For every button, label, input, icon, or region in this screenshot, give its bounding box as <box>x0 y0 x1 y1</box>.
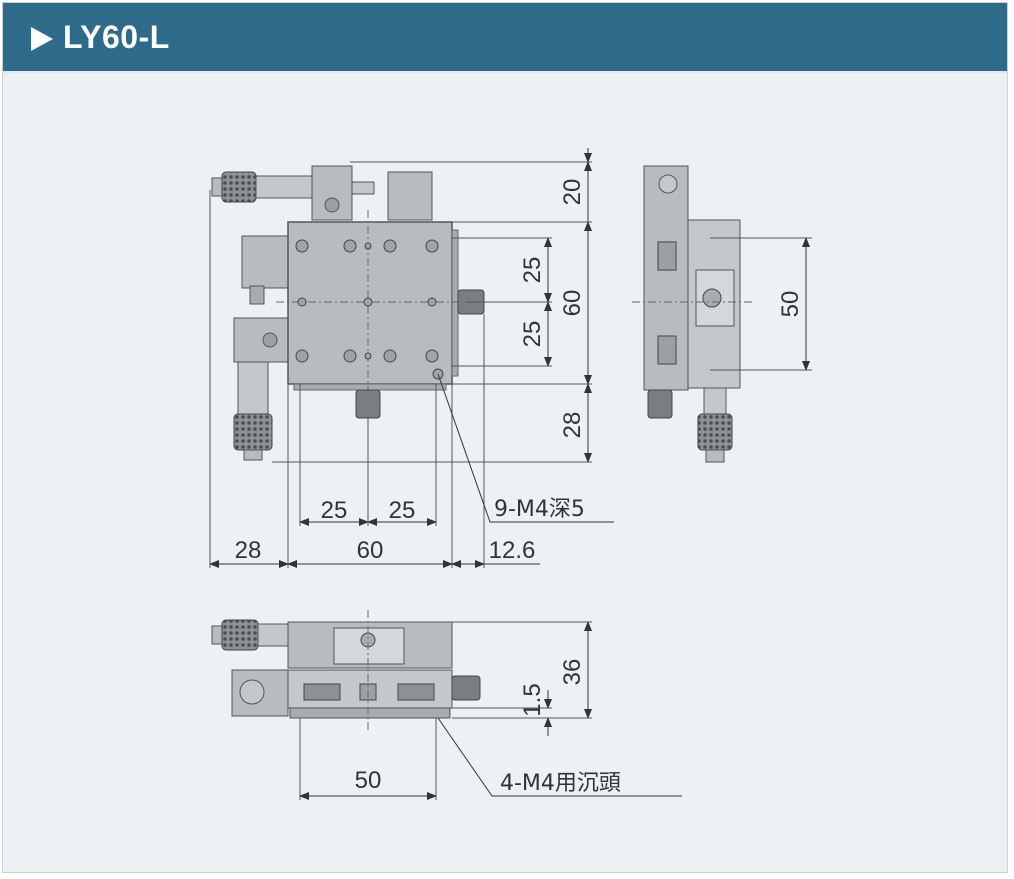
dim-hole-span-left: 25 <box>321 497 348 524</box>
micrometer-barrel <box>255 175 313 199</box>
side-bracket <box>241 235 289 289</box>
callout-counterbore-holes: 4-M4用沉頭 <box>500 771 621 796</box>
dim-front-step: 1.5 <box>519 683 546 716</box>
side-micrometer-knurl <box>697 413 733 451</box>
micrometer-tip <box>211 177 223 197</box>
locking-screw-bottom <box>355 389 381 419</box>
dim-hole-span-right: 25 <box>389 497 416 524</box>
play-triangle-icon <box>31 27 53 51</box>
front-view: 36 1.5 50 4-M4用沉頭 <box>211 610 682 800</box>
side-view: 50 <box>632 165 812 463</box>
dim-top-offset: 20 <box>559 179 586 206</box>
front-base <box>289 707 451 719</box>
dim-right-offset: 12.6 <box>489 537 536 564</box>
callout-tapped-holes: 9-M4深5 <box>494 497 585 522</box>
stopper-block <box>387 171 433 221</box>
front-micrometer-knurl <box>221 619 259 651</box>
dim-table-height: 60 <box>559 290 586 317</box>
dim-front-height: 36 <box>559 659 586 686</box>
lower-micrometer-knurl <box>233 413 273 451</box>
title-bar: LY60-L <box>3 3 1007 73</box>
dim-hole-pitch-lower: 25 <box>519 321 546 348</box>
dim-side-pitch: 50 <box>777 291 804 318</box>
lower-bracket <box>233 317 289 363</box>
micrometer-holder <box>311 165 353 221</box>
dim-front-pitch: 50 <box>355 767 382 794</box>
page-title-text: LY60-L <box>63 19 170 55</box>
dim-bottom-offset: 28 <box>559 412 586 439</box>
micrometer-knurl <box>221 171 257 203</box>
page-title: LY60-L <box>31 19 170 56</box>
dim-table-width: 60 <box>357 537 384 564</box>
dim-hole-pitch-upper: 25 <box>519 257 546 284</box>
top-view: 20 60 25 25 28 25 25 28 60 12.6 9-M4深5 <box>209 148 614 568</box>
dim-left-offset: 28 <box>235 537 262 564</box>
